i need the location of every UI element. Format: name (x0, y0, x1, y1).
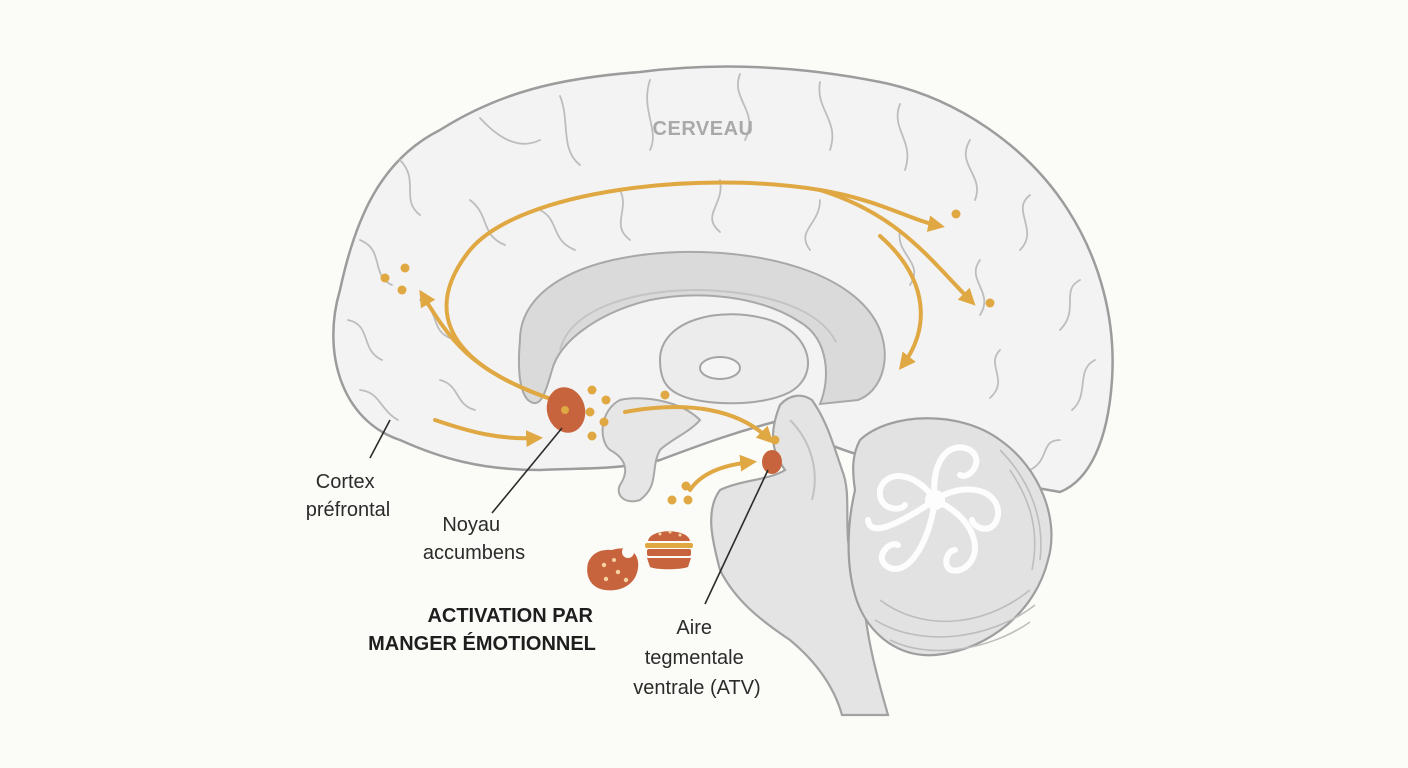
leader-accumbens (491, 427, 563, 514)
cookie-icon (587, 546, 639, 591)
pathway-arrow-cortex-right (818, 188, 976, 306)
label-atv: Aire tegmentale ventrale (ATV) (633, 617, 760, 699)
hypothalamus (601, 397, 702, 503)
brainstem (710, 394, 890, 717)
thalamus (658, 313, 809, 405)
burger-icon (645, 530, 693, 570)
nucleus-accumbens (546, 387, 586, 433)
dopamine-pathways (419, 180, 976, 492)
leader-atv (704, 469, 769, 605)
dopamine-dots (380, 209, 995, 505)
pathway-arrow-cortex-down (878, 234, 923, 370)
atv-nucleus (762, 450, 782, 474)
label-cortex: Cortex préfrontal (306, 471, 391, 521)
pathway-arrow-food-to-atv (688, 454, 758, 492)
cerebellum (847, 417, 1053, 657)
pathway-arrow-prefrontal (419, 289, 550, 400)
label-accumbens: Noyau accumbens (423, 514, 525, 564)
pathway-arrow-cortex-top (444, 180, 945, 404)
caption-emotional-eating: ACTIVATION PAR MANGER ÉMOTIONNEL (368, 605, 598, 655)
leader-lines (369, 419, 769, 605)
pathway-arrow-to-atv (623, 405, 774, 444)
pathway-arrow-to-accumbens (433, 418, 544, 448)
brain-title: CERVEAU (653, 118, 754, 140)
corpus-callosum (517, 250, 886, 406)
leader-cortex (369, 419, 391, 459)
